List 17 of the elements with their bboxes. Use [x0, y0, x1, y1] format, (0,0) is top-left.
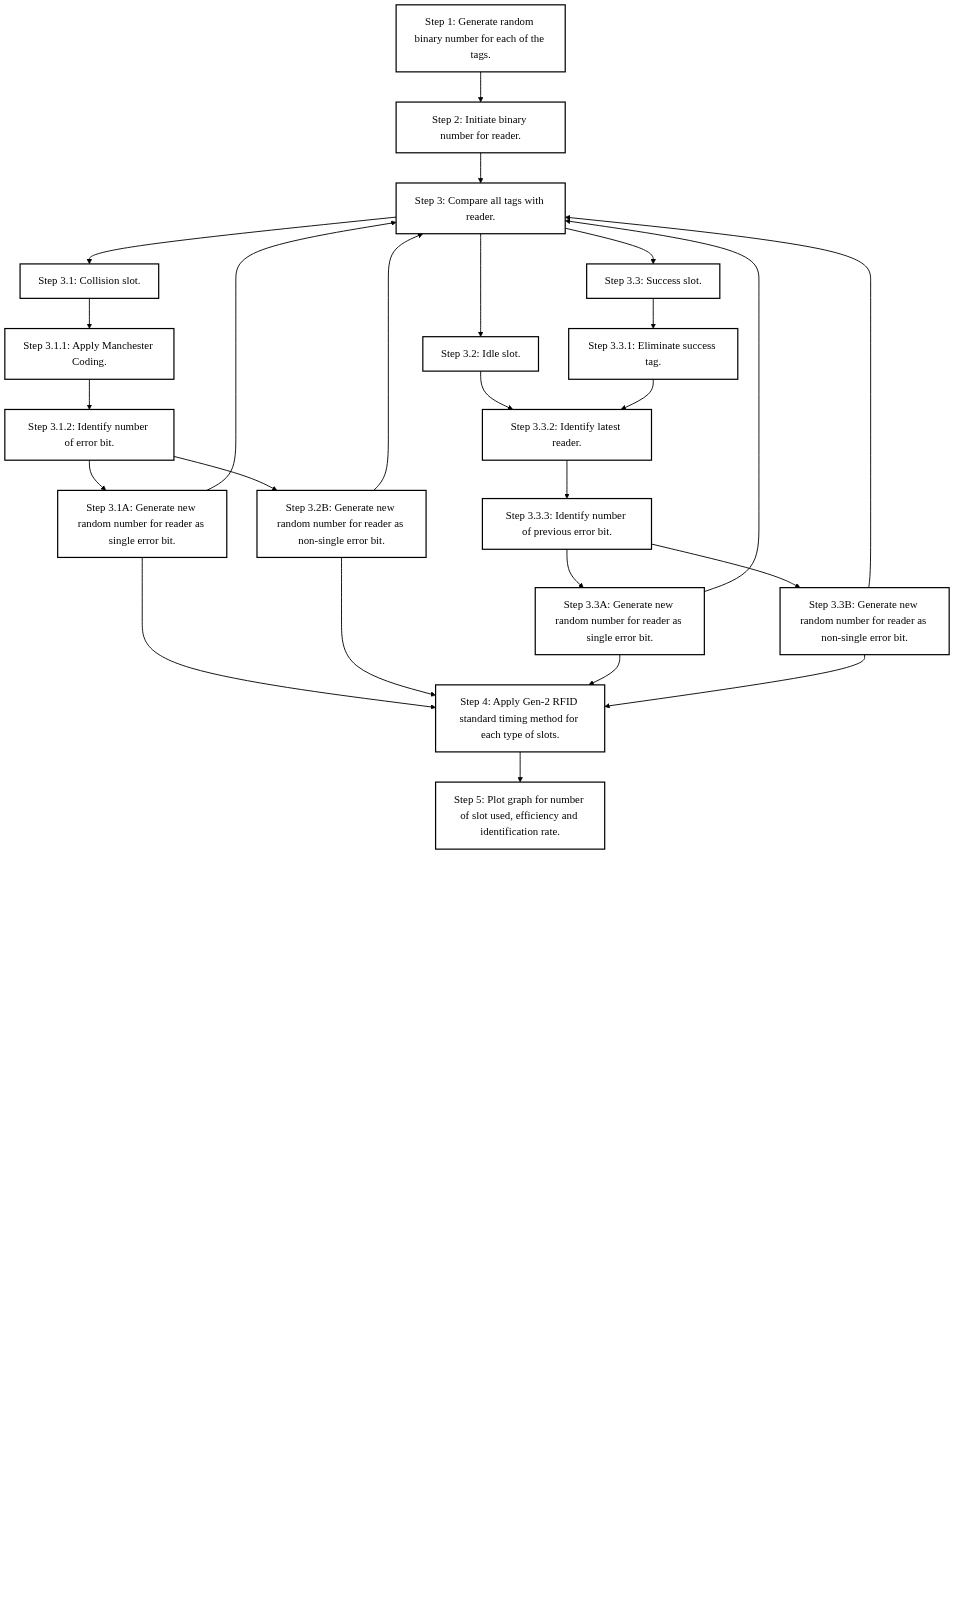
node-box: Step 3.2: Idle slot.: [422, 336, 540, 372]
node-box: Step 1: Generate random binary number for each of the tags.: [395, 4, 566, 73]
node-box: Step 3: Compare all tags with reader.: [395, 182, 566, 235]
node-box: Step 3.3.2: Identify latest reader.: [481, 408, 653, 461]
node-box: Step 4: Apply Gen-2 RFID standard timing method for each type of slots.: [435, 684, 606, 753]
node-box: Step 3.1.2: Identify number of error bit.: [4, 408, 175, 461]
node-box: Step 3.3A: Generate new random number for reader as single error bit.: [534, 587, 705, 656]
node-box: Step 3.3B: Generate new random number for reader as non-single error bit.: [779, 587, 950, 656]
node-box: Step 2: Initiate binary number for reader.: [395, 101, 566, 154]
node-box: Step 3.3: Success slot.: [586, 263, 721, 299]
node-box: Step 3.3.3: Identify number of previous error bit.: [481, 497, 653, 550]
node-box: Step 3.1: Collision slot.: [19, 263, 160, 299]
node-box: Step 3.1A: Generate new random number for reader as single error bit.: [57, 489, 228, 559]
node-box: Step 5: Plot graph for number of slot used, efficiency and identification rate.: [435, 781, 606, 850]
node-box: Step 3.3.1: Eliminate success tag.: [568, 327, 739, 380]
node-box: Step 3.1.1: Apply Manchester Coding.: [4, 327, 175, 380]
node-box: Step 3.2B: Generate new random number for reader as non-single error bit.: [256, 489, 427, 559]
